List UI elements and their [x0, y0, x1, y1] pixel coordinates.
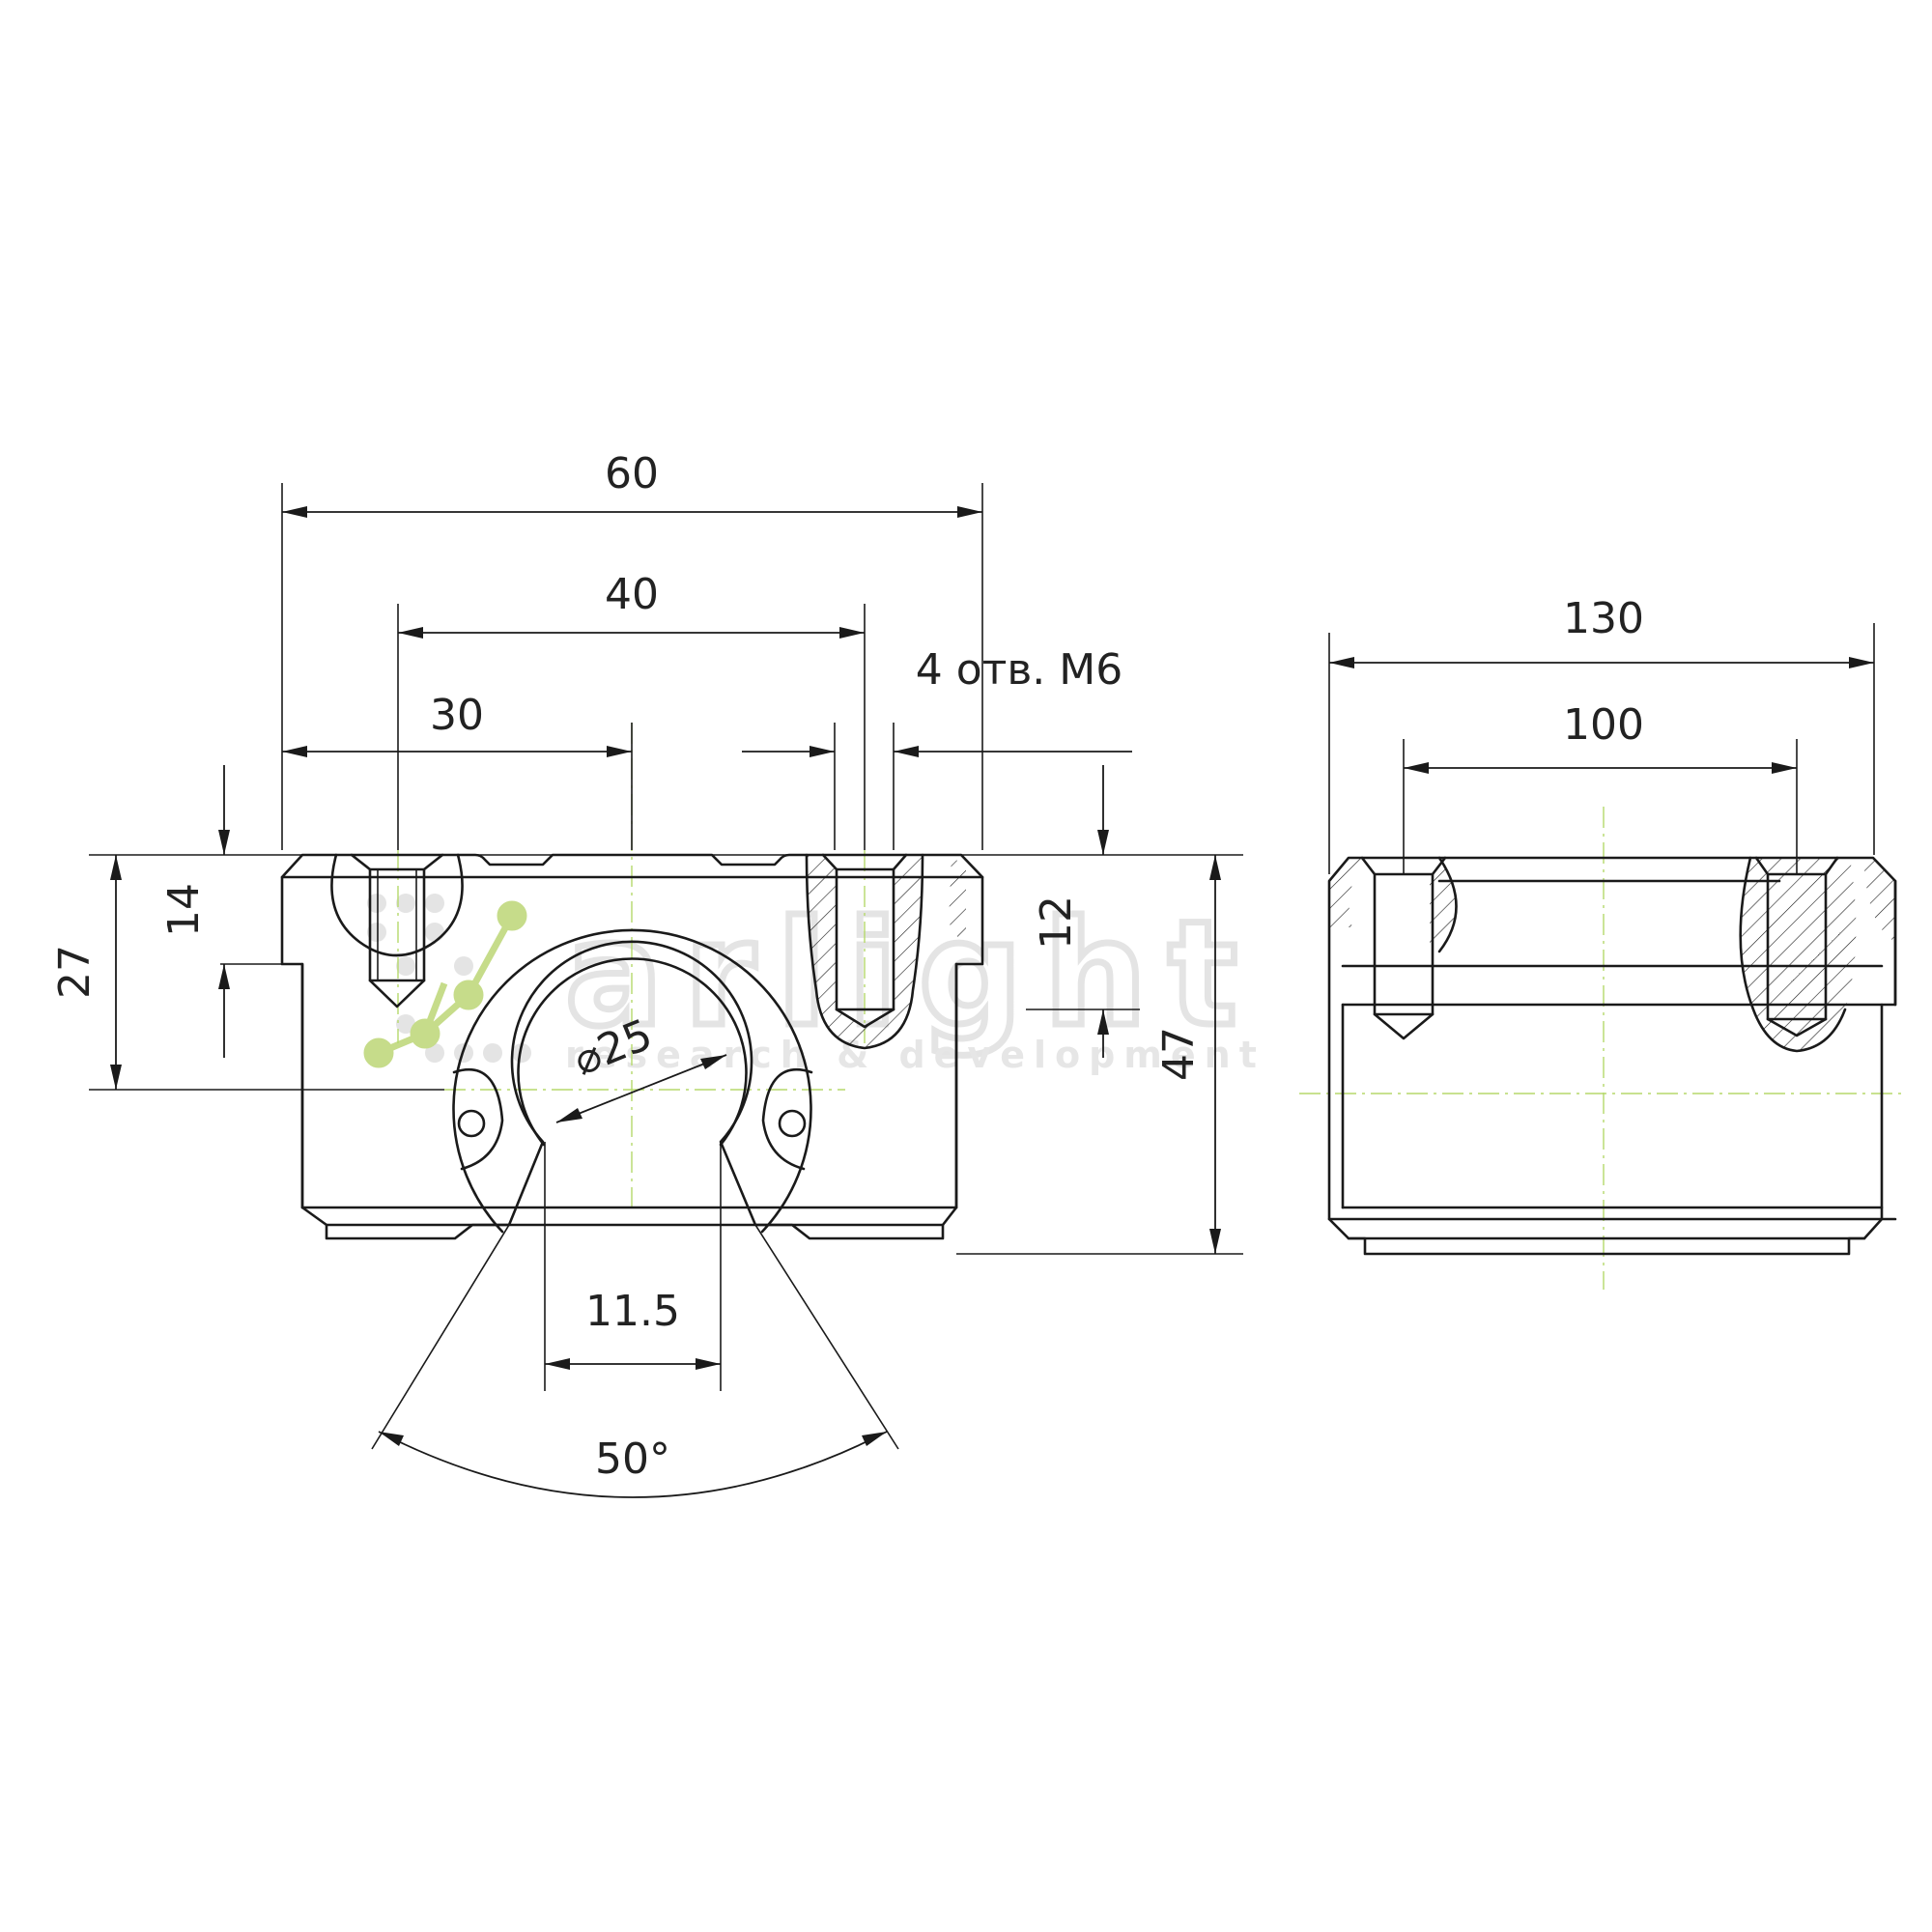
dim-center-offset: 30 — [430, 691, 484, 740]
retaining-hole-right — [778, 1109, 807, 1138]
bearing-bore — [517, 957, 748, 1147]
dim-opening-angle: 50° — [595, 1435, 670, 1484]
front-view — [280, 853, 984, 1240]
dim-slot-width: 11.5 — [585, 1287, 680, 1336]
watermark-tagline: research & development — [565, 1034, 1265, 1076]
bearing-outer-race — [452, 928, 812, 1234]
dim-overall-length: 130 — [1563, 594, 1644, 643]
dim-hole-depth: 12 — [1032, 895, 1081, 950]
watermark-molecule-icon — [363, 900, 527, 1068]
dim-overall-width: 60 — [605, 449, 659, 498]
front-hole-right — [805, 853, 966, 1050]
dim-side-hole-spacing: 100 — [1563, 700, 1644, 750]
dim-top-to-bore-axis: 14 — [159, 883, 209, 937]
front-hole-left — [330, 853, 464, 1009]
side-view — [1327, 856, 1897, 1256]
side-hole-right — [1739, 856, 1895, 1053]
side-dimensions: 130 100 — [1328, 594, 1875, 874]
dim-overall-height: 47 — [1154, 1027, 1204, 1081]
front-body-outline — [280, 853, 984, 1240]
hole-note: 4 отв. M6 — [916, 645, 1122, 695]
retaining-hole-left — [457, 1109, 486, 1138]
side-hole-left — [1329, 856, 1458, 1040]
watermark-dots-icon — [367, 894, 531, 1063]
front-dimensions: 60 40 30 4 отв. M6 14 27 12 — [50, 449, 1243, 1498]
dim-bore-axis-height: 27 — [50, 945, 99, 999]
dim-hole-spacing: 40 — [605, 570, 659, 619]
